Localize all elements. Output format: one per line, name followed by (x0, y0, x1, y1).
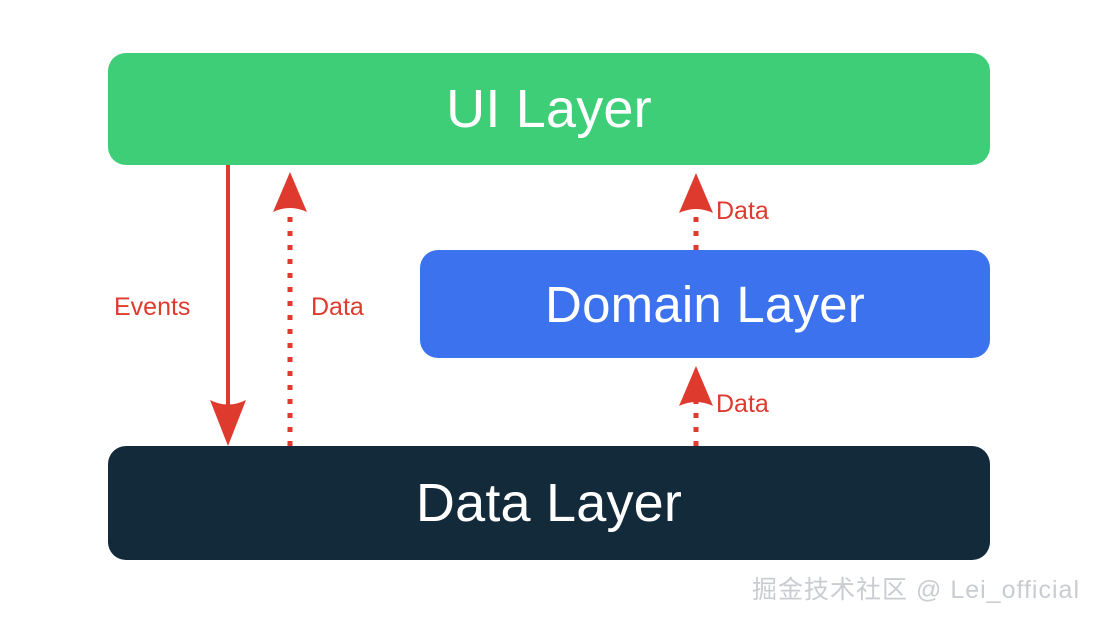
layer-box-domain[interactable]: Domain Layer (420, 250, 990, 358)
layer-label-ui: UI Layer (446, 79, 652, 139)
layer-box-data[interactable]: Data Layer (108, 446, 990, 560)
edge-label-domain-to-ui: Data (716, 197, 769, 225)
layer-label-data: Data Layer (415, 473, 683, 533)
arrow-data-left-head (273, 172, 307, 212)
edge-label-events: Events (114, 293, 191, 321)
watermark-text: 掘金技术社区 @ Lei_official (752, 576, 1080, 604)
edge-label-data-to-domain: Data (716, 390, 769, 418)
arrow-data-ui-head (679, 173, 713, 213)
layer-label-domain: Domain Layer (545, 275, 865, 333)
arrow-events-head (210, 400, 246, 446)
arrow-data-data-to-domain (679, 366, 713, 446)
edge-label-data-to-ui: Data (311, 293, 364, 321)
arrow-events-ui-to-data (210, 165, 246, 446)
layer-box-ui[interactable]: UI Layer (108, 53, 990, 165)
arrow-data-domain-to-ui (679, 173, 713, 250)
arrow-data-data-to-ui (273, 172, 307, 446)
arrow-data-domain-head (679, 366, 713, 406)
